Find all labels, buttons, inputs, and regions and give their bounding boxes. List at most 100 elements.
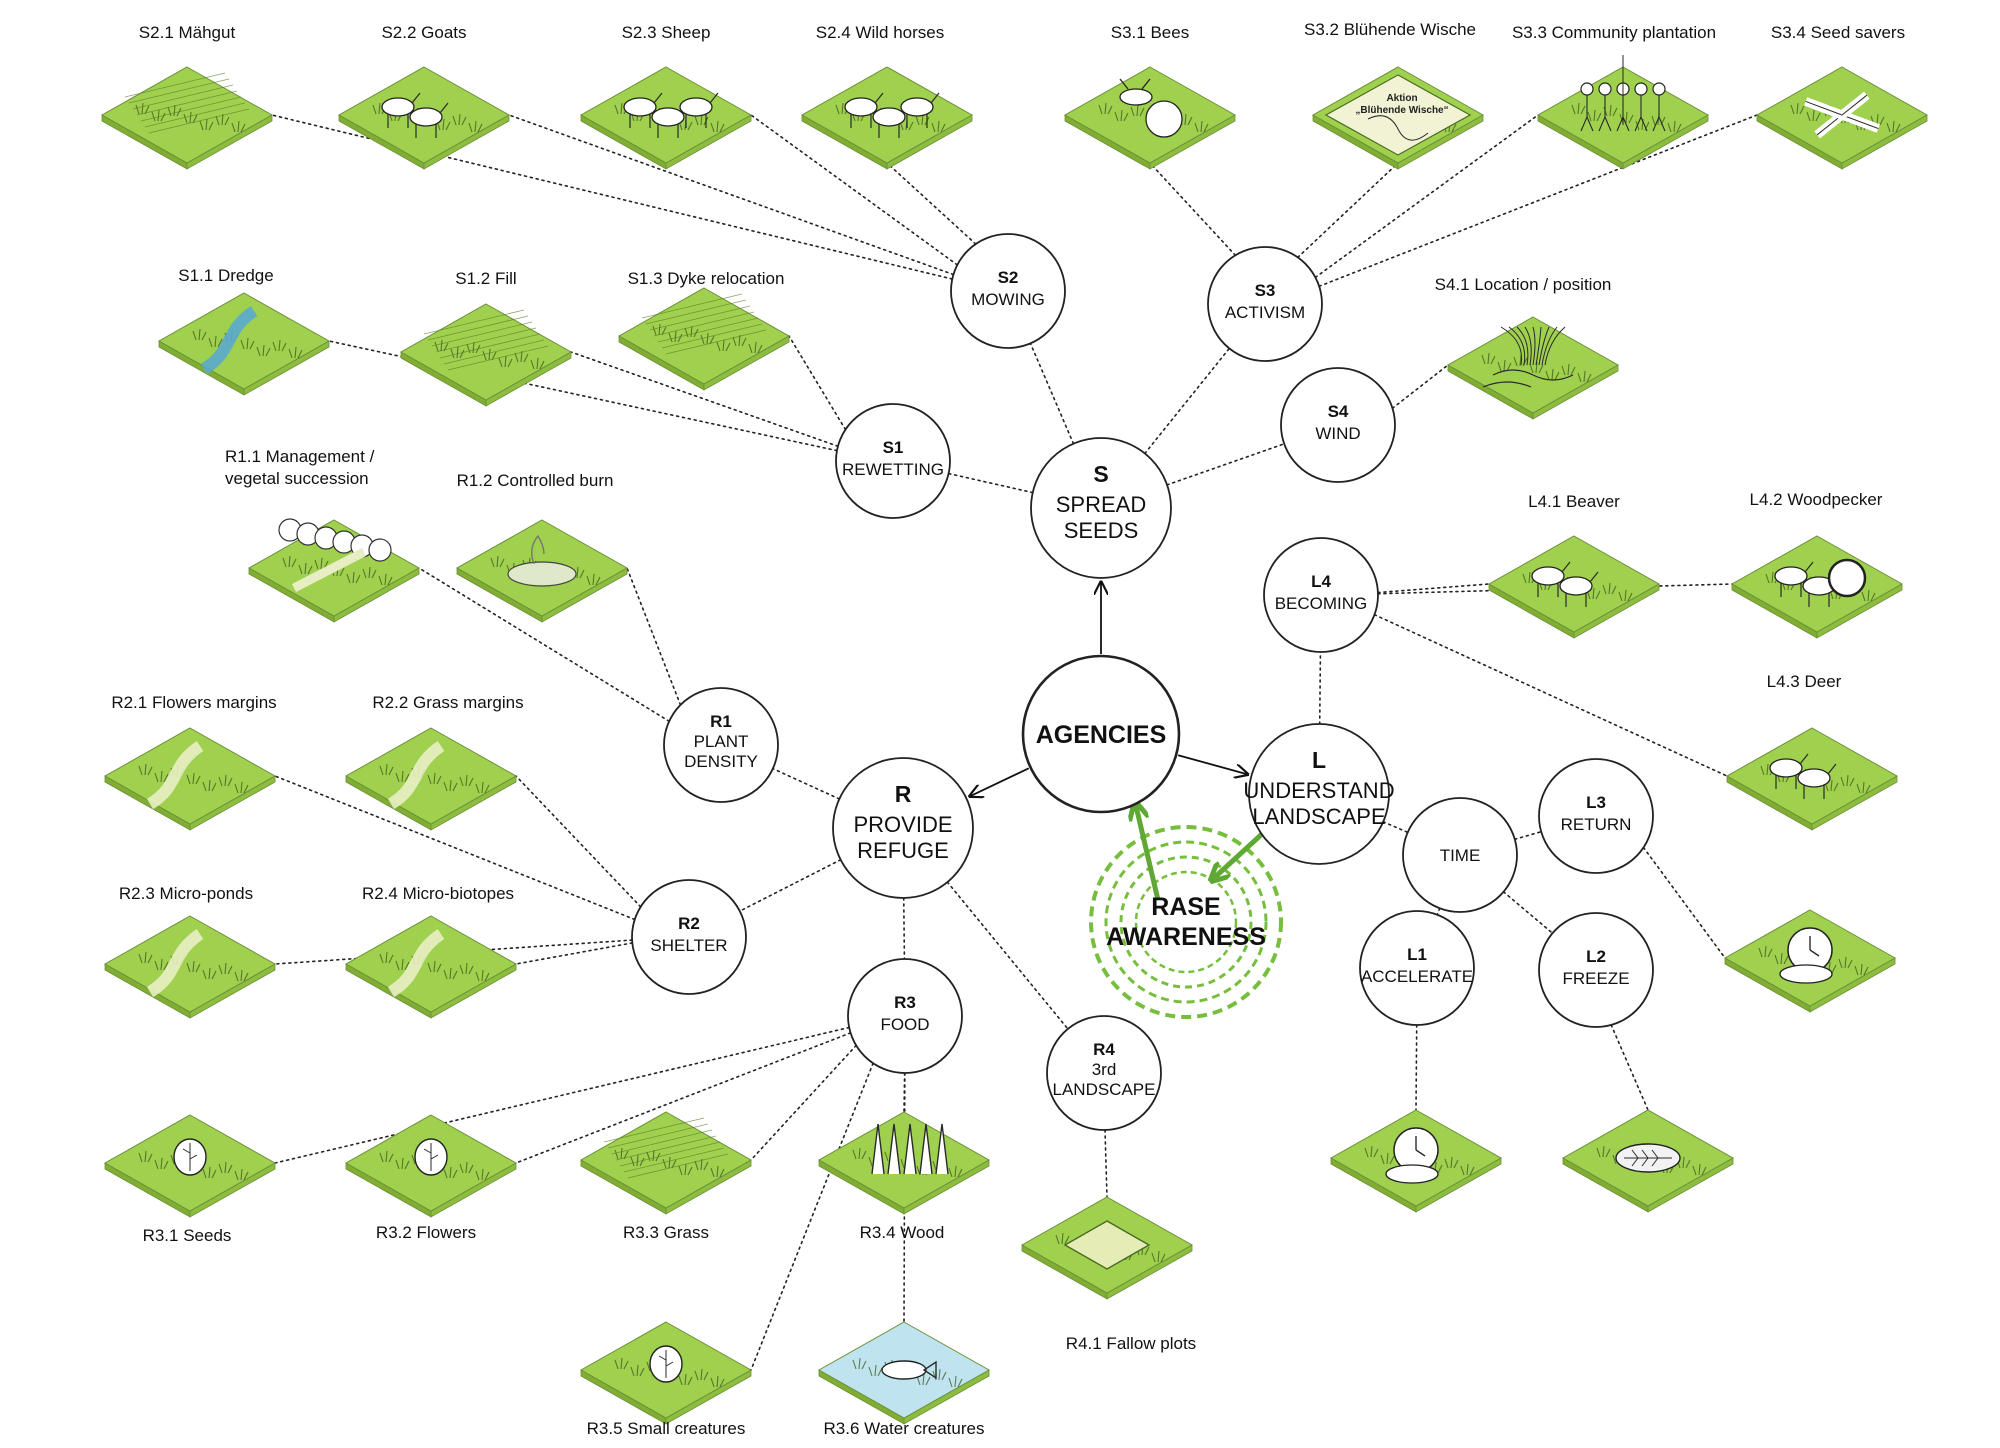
link-S3-S3.4: [1318, 114, 1758, 288]
tile-label-L4.3: L4.3 Deer: [1767, 672, 1842, 691]
hub-label: AGENCIES: [1036, 721, 1167, 749]
node-line1-L4: BECOMING: [1275, 594, 1368, 613]
deer-icon: [1769, 753, 1837, 799]
tile-S2.4: S2.4 Wild horses: [800, 23, 974, 170]
link-R-R2: [738, 858, 842, 912]
tile-S1.1: S1.1 Dredge: [157, 266, 331, 396]
path-biotope-icon: [387, 929, 445, 998]
tile-label-L4.2: L4.2 Woodpecker: [1750, 490, 1883, 509]
tile-label-R3.3: R3.3 Grass: [623, 1223, 709, 1242]
link-R2-R2.1: [274, 775, 636, 921]
node-line1-S3: ACTIVISM: [1225, 303, 1305, 322]
tile-label-S2.3: S2.3 Sheep: [622, 23, 711, 42]
tile-S2.2: S2.2 Goats: [337, 23, 511, 170]
node-code-L4: L4: [1311, 572, 1331, 591]
node-agencies: AGENCIES: [1021, 654, 1181, 814]
seed-icon: [173, 1138, 207, 1176]
node-line1-S4: WIND: [1315, 424, 1360, 443]
node-line2-S: SEEDS: [1064, 518, 1139, 543]
arrow-AGENCIES-to-R: [970, 767, 1030, 796]
link-R1-R1.2: [626, 567, 682, 706]
fire-icon: [507, 534, 577, 587]
node-code-S2: S2: [998, 268, 1019, 287]
bee-icon: [1119, 78, 1183, 138]
node-code-L: L: [1312, 747, 1326, 773]
link-S-S1: [947, 472, 1034, 494]
wind-grass-icon: [1482, 326, 1574, 388]
tile-R3.4: R3.4 Wood: [817, 1111, 991, 1242]
concept-nodes: AGENCIESSSPREADSEEDSRPROVIDEREFUGELUNDER…: [631, 233, 1654, 1131]
node-circle-r2: [631, 879, 747, 995]
node-circle-l: [1248, 723, 1390, 865]
link-R-R3: [902, 897, 906, 960]
node-circle-agencies: [1021, 654, 1181, 814]
path-ponds-icon: [146, 929, 204, 998]
link-S2-S2.3: [750, 114, 959, 266]
node-code-S1: S1: [883, 438, 904, 457]
node-circle-l4: [1263, 537, 1379, 653]
tile-R2.2: R2.2 Grass margins: [344, 693, 524, 831]
link-S1-S1.3: [788, 335, 847, 431]
tile-S3.3: S3.3 Community plantation: [1512, 23, 1716, 170]
link-R3-R3.2: [515, 1032, 852, 1164]
tile-label-S1.1: S1.1 Dredge: [178, 266, 273, 285]
node-code-L3: L3: [1586, 793, 1606, 812]
node-circle-r3: [847, 958, 963, 1074]
plot-icon: [1063, 1220, 1151, 1270]
node-code-S4: S4: [1328, 402, 1349, 421]
horse-icon: [844, 92, 940, 138]
node-circle-r1: [663, 687, 779, 803]
tile-S4.1: S4.1 Location / position: [1435, 275, 1620, 420]
tile-L4.1: L4.1 Beaver: [1487, 492, 1661, 639]
tile-label-R1.1-line2: vegetal succession: [225, 469, 369, 488]
tile-label-S2.1: S2.1 Mähgut: [139, 23, 236, 42]
goat-icon: [381, 92, 449, 138]
awareness-arrow-to-agencies: [1136, 806, 1161, 901]
tile-label-S1.2: S1.2 Fill: [455, 269, 516, 288]
tile-S2.1: S2.1 Mähgut: [100, 23, 274, 170]
stopwatch-icon: [1385, 1127, 1439, 1184]
tile-R1.2: R1.2 Controlled burn: [455, 471, 629, 623]
tile-S2.3: S2.3 Sheep: [579, 23, 753, 170]
node-line2-R4: LANDSCAPE: [1053, 1080, 1156, 1099]
tile-S3.1: S3.1 Bees: [1063, 23, 1237, 170]
link-R2-R2.2: [515, 775, 642, 908]
tile-R1.1: R1.1 Management /vegetal succession: [225, 447, 421, 623]
link-S-S4: [1166, 443, 1286, 486]
tile-label-R3.5: R3.5 Small creatures: [587, 1419, 746, 1438]
tile-L1.1: [1329, 1109, 1503, 1213]
node-circle-s4: [1280, 367, 1396, 483]
tile-label-R3.1: R3.1 Seeds: [143, 1226, 232, 1245]
tile-label-S2.4: S2.4 Wild horses: [816, 23, 945, 42]
tile-L4.3: L4.3 Deer: [1725, 672, 1899, 831]
tile-S1.3: S1.3 Dyke relocation: [617, 269, 791, 391]
link-S-S2: [1029, 342, 1075, 445]
awareness-ring-1: [1089, 825, 1283, 1019]
grass-icon: [603, 1117, 729, 1179]
tile-label-R2.2: R2.2 Grass margins: [372, 693, 523, 712]
link-S3-S3.1: [1149, 162, 1237, 257]
tile-R4.1: R4.1 Fallow plots: [1020, 1196, 1196, 1353]
wood-icon: [871, 1123, 949, 1175]
link-L-L4: [1318, 651, 1322, 725]
node-line1-L1: ACCELERATE: [1361, 967, 1473, 986]
node-line2-L: LANDSCAPE: [1252, 804, 1385, 829]
link-TIME-L1: [1436, 907, 1441, 916]
tile-label-R3.2: R3.2 Flowers: [376, 1223, 476, 1242]
node-line1-R3: FOOD: [880, 1015, 929, 1034]
path-flowers-icon: [146, 741, 204, 810]
node-circle-r4: [1046, 1015, 1162, 1131]
node-line1-L2: FREEZE: [1562, 969, 1629, 988]
node-circle-s3: [1207, 246, 1323, 362]
tile-label-R4.1: R4.1 Fallow plots: [1066, 1334, 1196, 1353]
node-line1-S2: MOWING: [971, 290, 1045, 309]
arrow-AGENCIES-to-L: [1177, 754, 1248, 774]
tile-R3.2: R3.2 Flowers: [344, 1114, 518, 1242]
map-title: Aktion: [1386, 93, 1417, 104]
tile-L2.1: [1561, 1109, 1735, 1213]
